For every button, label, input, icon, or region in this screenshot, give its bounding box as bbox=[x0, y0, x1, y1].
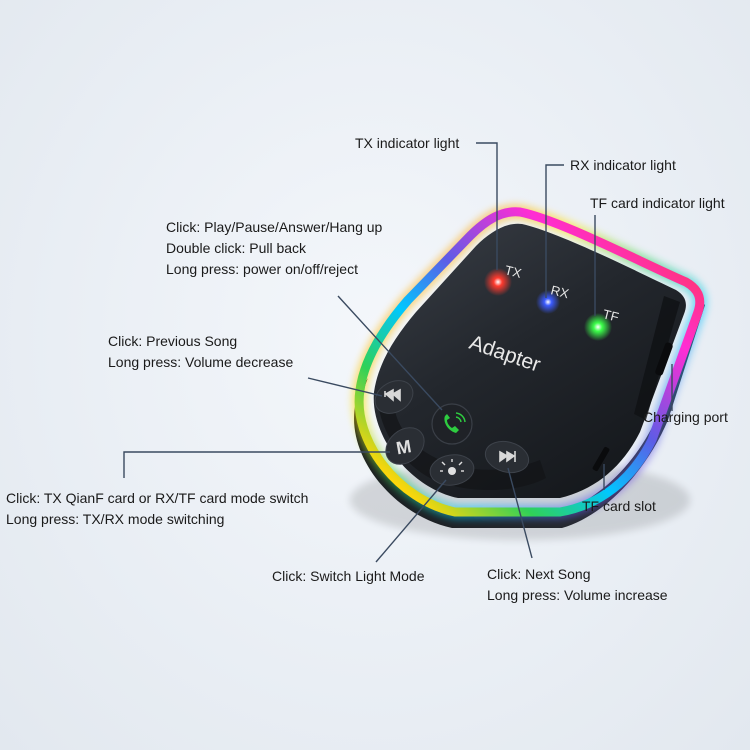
next-button-callout: Click: Next Song Long press: Volume incr… bbox=[487, 564, 668, 606]
mode-button-label: M bbox=[395, 436, 413, 458]
tx-light-callout: TX indicator light bbox=[355, 133, 459, 154]
tf-slot-text: TF card slot bbox=[582, 498, 656, 514]
play-button-line2: Double click: Pull back bbox=[166, 240, 307, 256]
rx-light-callout: RX indicator light bbox=[570, 155, 676, 176]
next-button-line1: Click: Next Song bbox=[487, 566, 591, 582]
phone-wave-icon bbox=[455, 416, 462, 423]
light-mode-button[interactable] bbox=[428, 452, 476, 488]
prev-leader bbox=[307, 377, 383, 397]
button-ring bbox=[377, 392, 546, 491]
next-button[interactable] bbox=[482, 437, 532, 477]
play-call-button[interactable] bbox=[431, 403, 473, 445]
tx-light-text: TX indicator light bbox=[355, 135, 460, 151]
light-leader bbox=[375, 479, 447, 563]
previous-button[interactable] bbox=[369, 374, 419, 420]
previous-icon bbox=[384, 388, 401, 402]
rx-light-text: RX indicator light bbox=[570, 157, 676, 173]
tf-slot-callout: TF card slot bbox=[582, 496, 656, 517]
next-leader bbox=[507, 467, 533, 559]
play-button-callout: Click: Play/Pause/Answer/Hang up Double … bbox=[166, 217, 382, 280]
tf-led-label: TF bbox=[601, 306, 620, 324]
play-button-line1: Click: Play/Pause/Answer/Hang up bbox=[166, 219, 383, 235]
tx-led bbox=[484, 268, 512, 296]
tx-leader bbox=[476, 142, 498, 270]
play-leader bbox=[337, 295, 443, 411]
tx-led-label: TX bbox=[503, 262, 523, 281]
rx-led-label: RX bbox=[549, 282, 570, 301]
charging-port-text: Charging port bbox=[643, 409, 728, 425]
rx-leader bbox=[545, 164, 564, 298]
mode-leader bbox=[123, 451, 390, 478]
play-button-line3: Long press: power on/off/reject bbox=[166, 261, 358, 277]
tf-light-text: TF card indicator light bbox=[590, 195, 725, 211]
charging-port bbox=[655, 342, 673, 376]
mode-button-callout: Click: TX QianF card or RX/TF card mode … bbox=[6, 488, 308, 530]
edge-shade bbox=[634, 296, 680, 420]
next-button-line2: Long press: Volume increase bbox=[487, 587, 668, 603]
light-button-callout: Click: Switch Light Mode bbox=[272, 566, 425, 587]
leader-lines bbox=[123, 142, 673, 563]
device-body: TX RX TF Adapter M bbox=[352, 204, 707, 528]
light-icon bbox=[448, 467, 456, 475]
charging-port-callout: Charging port bbox=[643, 407, 728, 428]
rgb-ring bbox=[354, 207, 705, 517]
mode-button-line1: Click: TX QianF card or RX/TF card mode … bbox=[6, 490, 309, 506]
light-button-text: Click: Switch Light Mode bbox=[272, 568, 425, 584]
tf-card-slot bbox=[592, 446, 610, 472]
mode-button[interactable]: M bbox=[379, 420, 432, 472]
prev-button-callout: Click: Previous Song Long press: Volume … bbox=[108, 331, 293, 373]
tf-light-callout: TF card indicator light bbox=[590, 193, 725, 214]
rx-led bbox=[536, 290, 560, 314]
prev-button-line1: Click: Previous Song bbox=[108, 333, 238, 349]
prev-button-line2: Long press: Volume decrease bbox=[108, 354, 294, 370]
next-icon bbox=[499, 450, 516, 463]
mode-button-line2: Long press: TX/RX mode switching bbox=[6, 511, 225, 527]
phone-icon bbox=[444, 414, 459, 433]
tf-led bbox=[584, 313, 612, 341]
